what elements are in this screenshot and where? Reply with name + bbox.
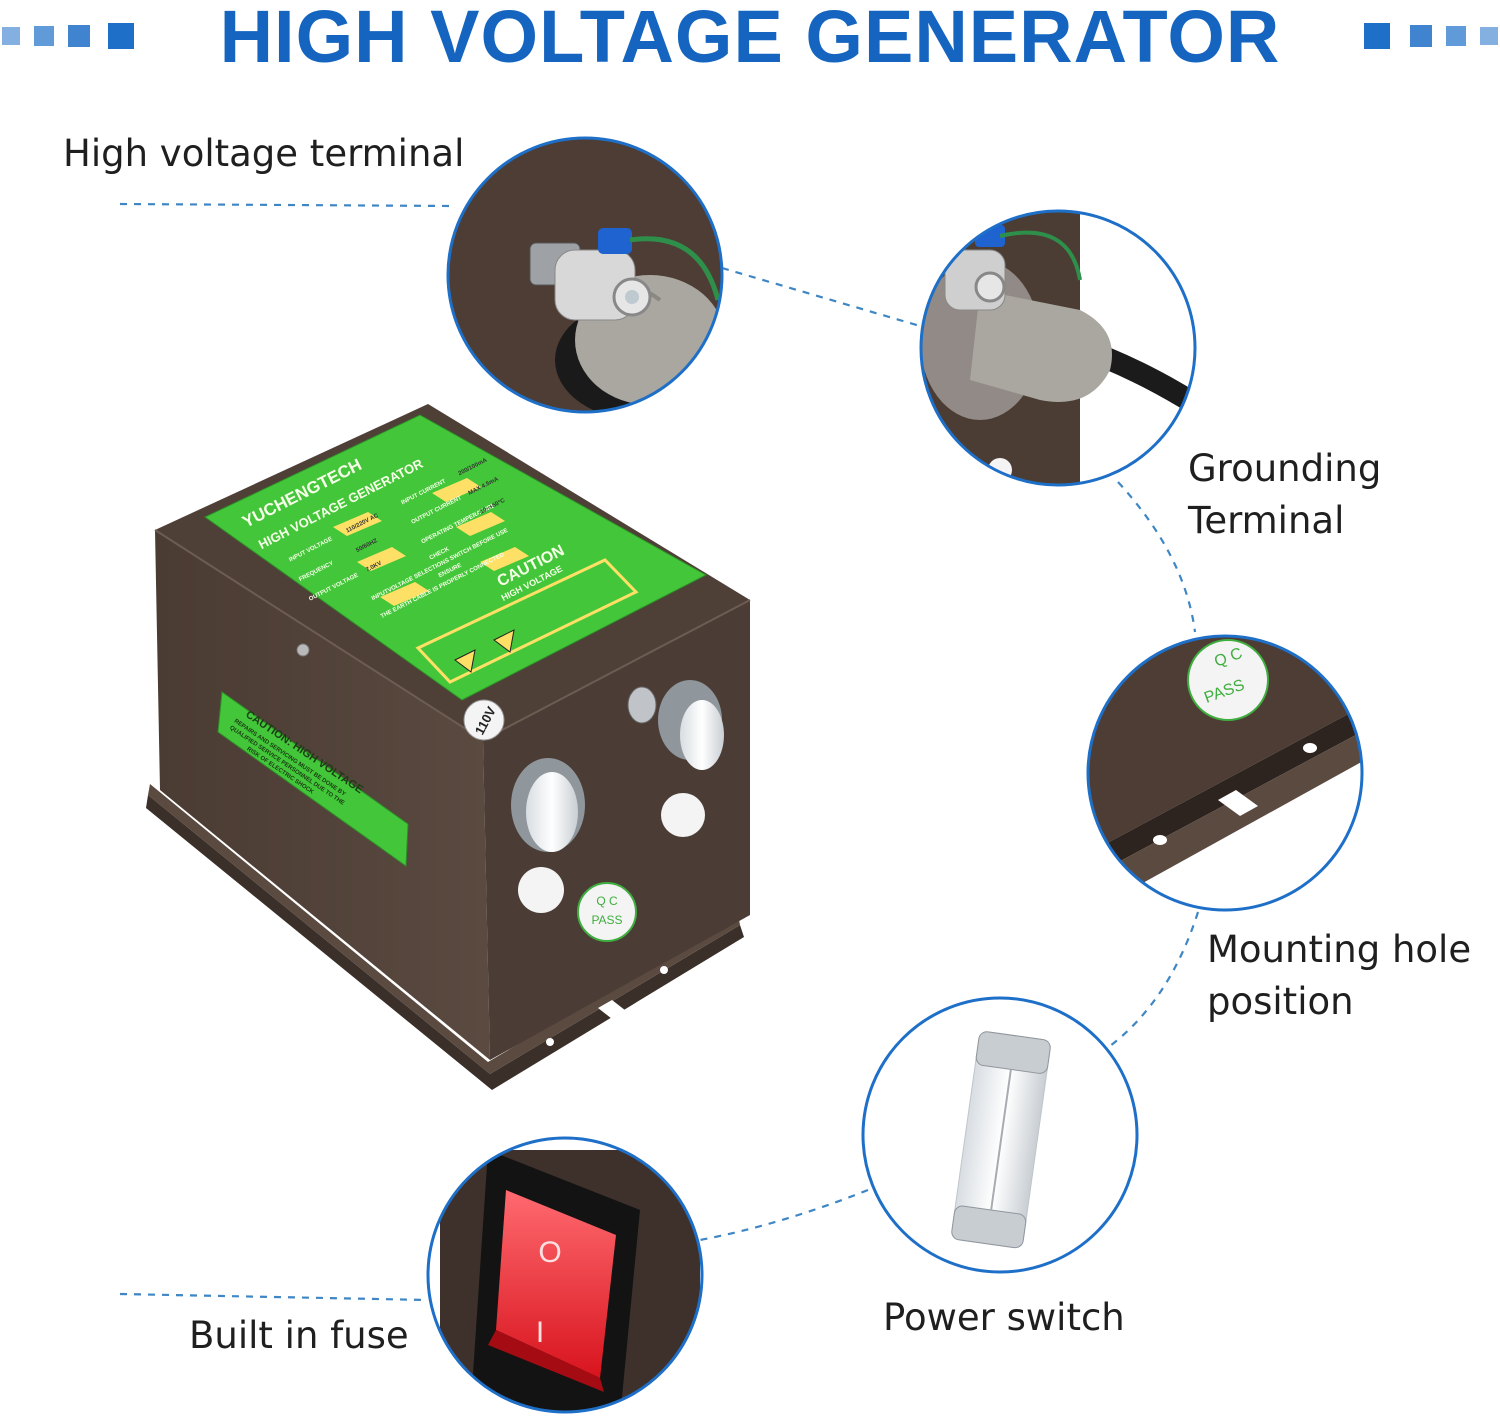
callout-mounting-2: position bbox=[1207, 980, 1354, 1023]
callout-grounding-2: Terminal bbox=[1188, 499, 1345, 542]
detail-fuse bbox=[861, 996, 1139, 1274]
generator-box: YUCHENGTECH HIGH VOLTAGE GENERATOR INPUT… bbox=[146, 404, 751, 1090]
callout-fuse: Built in fuse bbox=[189, 1314, 409, 1357]
connector-lines bbox=[119, 202, 1200, 1302]
qc-front-top: Q C bbox=[596, 894, 618, 908]
callout-mounting-1: Mounting hole bbox=[1207, 928, 1472, 971]
switch-on-mark: O bbox=[538, 1236, 561, 1269]
callout-hv-terminal: High voltage terminal bbox=[63, 132, 465, 175]
callout-power-switch: Power switch bbox=[883, 1296, 1125, 1339]
page-title: HIGH VOLTAGE GENERATOR bbox=[219, 0, 1281, 78]
qc-front-bottom: PASS bbox=[591, 913, 622, 927]
callout-grounding-1: Grounding bbox=[1188, 447, 1382, 490]
detail-hv-terminal bbox=[446, 136, 724, 414]
switch-off-mark: I bbox=[536, 1316, 544, 1349]
detail-grounding-terminal bbox=[919, 209, 1197, 487]
detail-power-switch: O I bbox=[426, 1136, 704, 1414]
detail-mounting-hole: Q C PASS bbox=[1086, 634, 1364, 912]
